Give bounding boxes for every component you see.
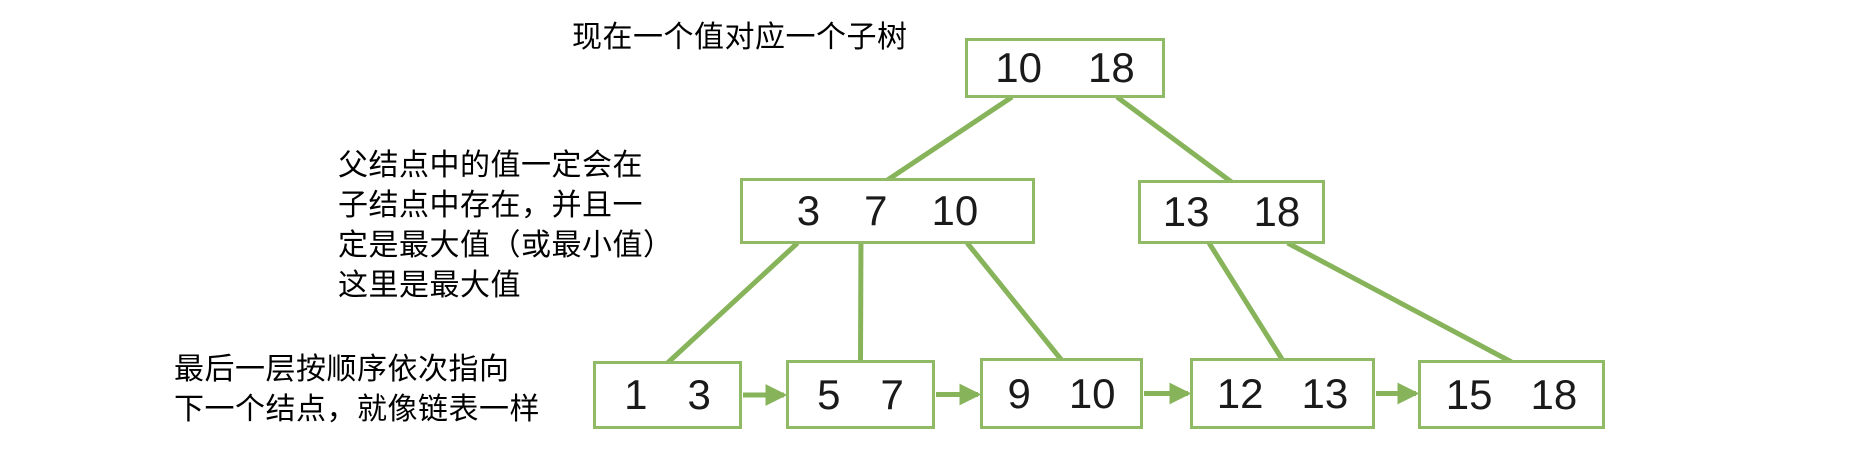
tree-node-root: 10 18 [965,38,1165,98]
annotation-line: 下一个结点，就像链表一样 [174,393,540,426]
node-value: 10 [995,44,1042,91]
node-value: 5 [817,370,841,418]
annotation-parent-node-rule: 父结点中的值一定会在 子结点中存在，并且一 定是最大值（或最小值） 这里是最大值 [338,146,674,306]
annotation-line: 定是最大值（或最小值） [338,229,674,262]
tree-node-leaf-1: 1 3 [593,361,742,429]
node-value: 12 [1216,369,1264,417]
node-value: 10 [931,187,979,234]
node-value: 15 [1445,370,1493,418]
node-value: 10 [1068,369,1116,417]
tree-node-branch-right: 13 18 [1138,180,1325,244]
tree-edge [1286,240,1513,365]
node-value: 7 [880,370,904,418]
node-value: 18 [1530,370,1578,418]
node-value: 3 [687,371,711,418]
annotation-line: 父结点中的值一定会在 [338,149,643,182]
annotation-one-value-one-subtree: 现在一个值对应一个子树 [572,21,908,54]
annotation-line: 最后一层按顺序依次指向 [174,353,510,386]
tree-node-leaf-5: 15 18 [1418,360,1605,429]
node-value: 3 [796,187,821,234]
node-value: 13 [1301,369,1349,417]
tree-edge [1206,241,1285,362]
tree-node-leaf-2: 5 7 [786,360,935,429]
node-value: 9 [1007,369,1031,417]
tree-node-leaf-3: 9 10 [980,358,1143,429]
annotation-line: 这里是最大值 [338,269,521,302]
annotation-leaf-linked-list: 最后一层按顺序依次指向 下一个结点，就像链表一样 [174,350,540,430]
tree-edge [965,241,1064,362]
node-value: 18 [1088,44,1135,91]
tree-edge [1115,94,1233,185]
node-value: 18 [1253,188,1301,235]
tree-edge [665,241,800,365]
node-value: 13 [1162,188,1210,235]
tree-node-leaf-4: 12 13 [1190,358,1375,429]
tree-node-branch-left: 3 7 10 [740,178,1035,244]
annotation-line: 子结点中存在，并且一 [338,189,643,222]
tree-edge [886,94,1014,183]
node-value: 1 [624,371,648,418]
node-value: 7 [864,187,888,234]
